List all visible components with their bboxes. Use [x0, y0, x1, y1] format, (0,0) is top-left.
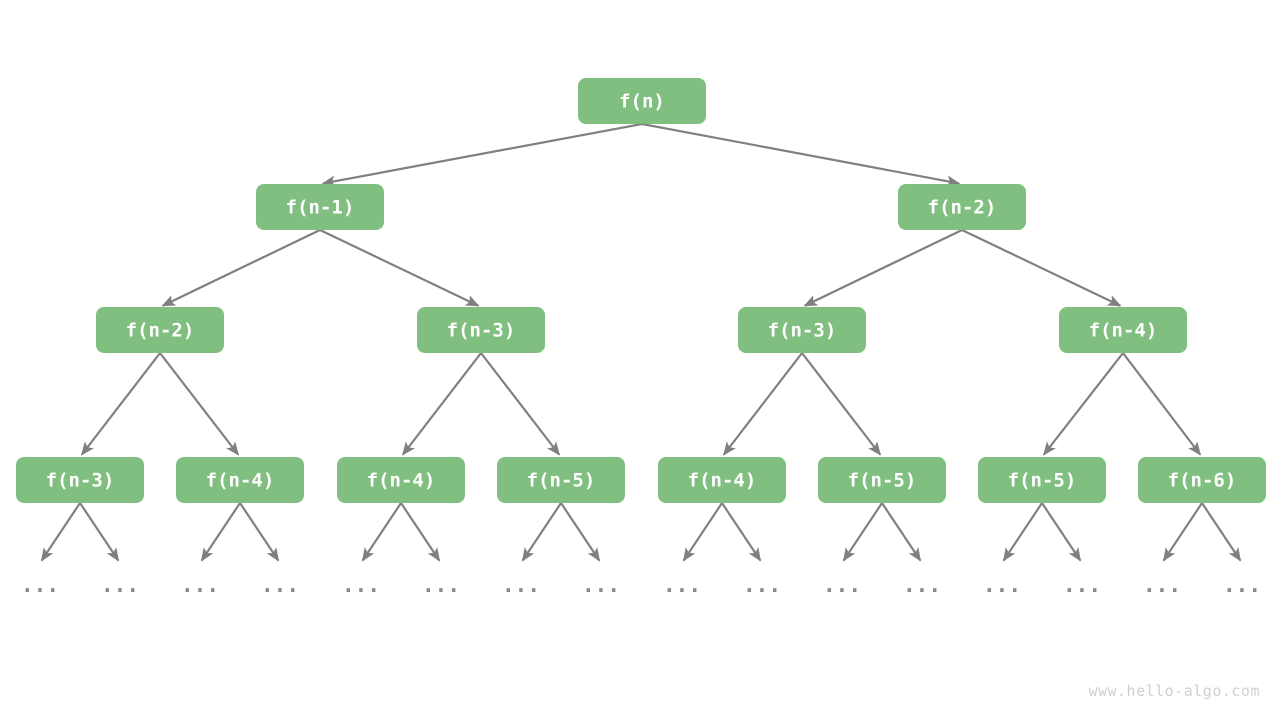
tree-edge [401, 352, 482, 456]
tree-node: f(n-5) [818, 457, 946, 503]
node-label: f(n-3) [447, 320, 516, 342]
tree-node: f(n-3) [738, 307, 866, 353]
node-box [417, 307, 545, 353]
ellipsis-marker: ... [342, 573, 380, 597]
node-box [497, 457, 625, 503]
tree-edge-to-ellipsis [400, 502, 441, 562]
ellipsis-marker: ... [1063, 573, 1101, 597]
tree-edge [480, 352, 561, 456]
tree-edge [321, 122, 643, 187]
node-label: f(n-4) [206, 470, 275, 492]
tree-node: f(n-3) [417, 307, 545, 353]
ellipsis-marker: ... [1143, 573, 1181, 597]
tree-edge [161, 229, 321, 307]
node-label: f(n-5) [1008, 470, 1077, 492]
node-box [818, 457, 946, 503]
tree-edge-to-ellipsis [842, 502, 883, 562]
tree-edge [1042, 352, 1124, 456]
tree-edge [801, 352, 882, 456]
ellipsis-marker: ... [422, 573, 460, 597]
node-label: f(n-5) [527, 470, 596, 492]
tree-edge [159, 352, 240, 456]
node-box [738, 307, 866, 353]
ellipsis-marker: ... [181, 573, 219, 597]
ellipsis-marker: ... [663, 573, 701, 597]
ellipsis-marker: ... [502, 573, 540, 597]
node-label: f(n-4) [688, 470, 757, 492]
node-label: f(n-1) [286, 197, 355, 219]
ellipsis-marker: ... [823, 573, 861, 597]
node-box [978, 457, 1106, 503]
tree-node: f(n-5) [978, 457, 1106, 503]
ellipsis-marker: ... [21, 573, 59, 597]
tree-edge [722, 352, 803, 456]
ellipsis-marker: ... [582, 573, 620, 597]
node-box [337, 457, 465, 503]
node-box [898, 184, 1026, 230]
node-box [658, 457, 786, 503]
node-label: f(n) [619, 91, 665, 113]
edges-layer [80, 122, 1202, 456]
tree-node: f(n-2) [898, 184, 1026, 230]
tree-edge [1122, 352, 1202, 456]
tree-node: f(n-3) [16, 457, 144, 503]
tree-edge-to-ellipsis [560, 502, 601, 562]
tree-node: f(n-4) [337, 457, 465, 503]
node-box [1059, 307, 1187, 353]
tree-edge [641, 122, 961, 187]
tree-edge-to-ellipsis [521, 502, 562, 562]
node-box [176, 457, 304, 503]
tree-edge-to-ellipsis [239, 502, 280, 562]
node-box [578, 78, 706, 124]
tree-edge [80, 352, 161, 456]
node-label: f(n-2) [928, 197, 997, 219]
tree-node: f(n-4) [176, 457, 304, 503]
tree-edge [961, 229, 1122, 307]
tree-edge-to-ellipsis [721, 502, 762, 562]
node-label: f(n-4) [367, 470, 436, 492]
ellipsis-marker: ... [1223, 573, 1261, 597]
tree-node: f(n-2) [96, 307, 224, 353]
tree-edge [803, 229, 963, 307]
node-label: f(n-4) [1089, 320, 1158, 342]
tree-edge-to-ellipsis [1041, 502, 1082, 562]
tree-edge-to-ellipsis [79, 502, 120, 562]
tree-edge-to-ellipsis [1201, 502, 1242, 562]
node-label: f(n-3) [46, 470, 115, 492]
ellipsis-arrows-layer [40, 502, 1242, 562]
ellipsis-marker: ... [983, 573, 1021, 597]
ellipsis-marker: ... [101, 573, 139, 597]
node-box [256, 184, 384, 230]
ellipsis-marker: ... [261, 573, 299, 597]
ellipsis-layer: ........................................… [21, 573, 1261, 597]
watermark: www.hello-algo.com [1088, 682, 1260, 700]
node-box [1138, 457, 1266, 503]
tree-edge-to-ellipsis [1002, 502, 1043, 562]
tree-node: f(n-4) [1059, 307, 1187, 353]
node-box [96, 307, 224, 353]
ellipsis-marker: ... [903, 573, 941, 597]
tree-node: f(n-5) [497, 457, 625, 503]
tree-edge-to-ellipsis [881, 502, 922, 562]
node-box [16, 457, 144, 503]
tree-edge [319, 229, 480, 307]
node-label: f(n-5) [848, 470, 917, 492]
node-label: f(n-3) [768, 320, 837, 342]
node-label: f(n-2) [126, 320, 195, 342]
tree-edge-to-ellipsis [200, 502, 241, 562]
tree-node: f(n-1) [256, 184, 384, 230]
tree-edge-to-ellipsis [1162, 502, 1203, 562]
tree-node: f(n-4) [658, 457, 786, 503]
tree-node: f(n-6) [1138, 457, 1266, 503]
tree-node: f(n) [578, 78, 706, 124]
node-label: f(n-6) [1168, 470, 1237, 492]
ellipsis-marker: ... [743, 573, 781, 597]
tree-edge-to-ellipsis [682, 502, 723, 562]
tree-edge-to-ellipsis [40, 502, 81, 562]
nodes-layer: f(n) f(n-1) f(n-2) f(n-2) f(n-3) f(n-3) f(n-4)… [16, 78, 1266, 503]
tree-edge-to-ellipsis [361, 502, 402, 562]
